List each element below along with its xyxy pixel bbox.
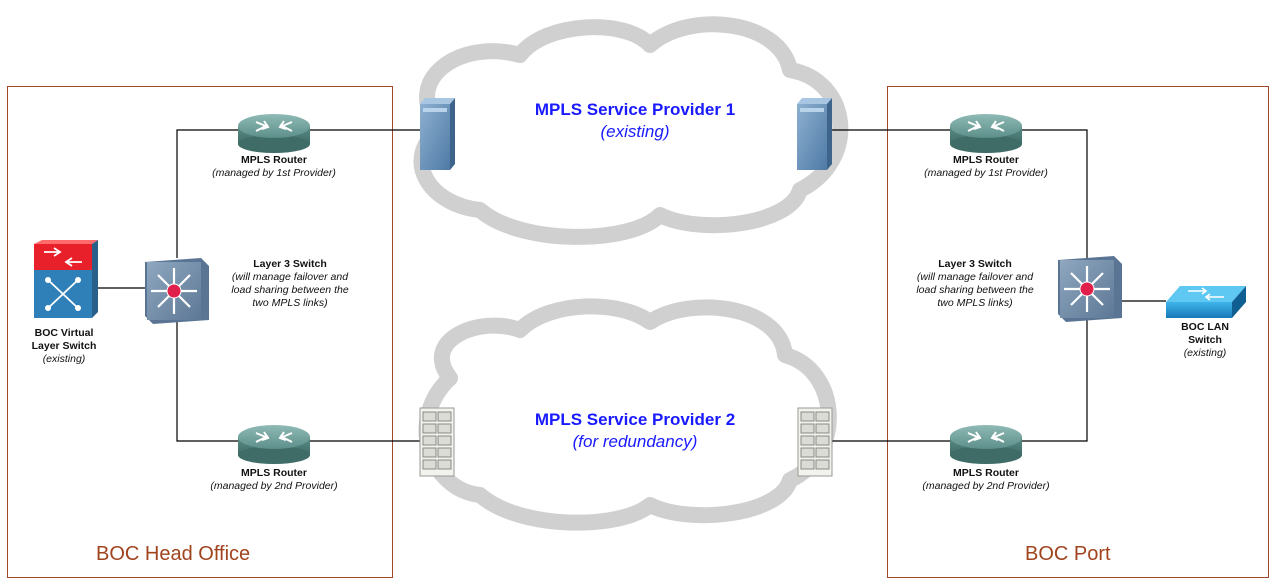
site-box-port bbox=[887, 86, 1269, 578]
port-l3-switch-note-2: load sharing between the bbox=[916, 284, 1034, 296]
port-l3-switch-label: Layer 3 Switch (will manage failover and… bbox=[890, 258, 1060, 310]
ho-router-top-note: (managed by 1st Provider) bbox=[212, 167, 336, 179]
lan-switch-icon bbox=[1166, 286, 1246, 318]
ho-virtual-switch-title-1: BOC Virtual bbox=[34, 327, 94, 339]
ho-l3-switch-title: Layer 3 Switch bbox=[253, 258, 327, 270]
port-router-bottom-title: MPLS Router bbox=[953, 467, 1019, 479]
provider-1-label: MPLS Service Provider 1 (existing) bbox=[470, 100, 800, 142]
layer3-switch-icon-port bbox=[1058, 256, 1122, 322]
ho-router-bottom-title: MPLS Router bbox=[241, 467, 307, 479]
ho-router-bottom-label: MPLS Router (managed by 2nd Provider) bbox=[184, 467, 364, 493]
port-router-top-label: MPLS Router (managed by 1st Provider) bbox=[896, 154, 1076, 180]
ho-virtual-switch-label: BOC Virtual Layer Switch (existing) bbox=[14, 327, 114, 366]
ho-router-bottom-note: (managed by 2nd Provider) bbox=[210, 480, 338, 492]
site-box-head-office bbox=[7, 86, 393, 578]
virtual-layer-switch-icon bbox=[34, 240, 98, 318]
ho-l3-switch-note-3: two MPLS links) bbox=[252, 297, 328, 309]
ho-virtual-switch-title-2: Layer Switch bbox=[31, 340, 97, 352]
provider-edge-chassis-icon-p2-right bbox=[797, 407, 833, 477]
ho-l3-switch-note-1: (will manage failover and bbox=[231, 271, 349, 283]
ho-virtual-switch-note: (existing) bbox=[42, 353, 86, 365]
port-l3-switch-note-1: (will manage failover and bbox=[916, 271, 1034, 283]
network-links bbox=[91, 129, 1166, 442]
port-router-top-note: (managed by 1st Provider) bbox=[924, 167, 1048, 179]
layer3-switch-icon-ho bbox=[145, 258, 209, 324]
ho-router-top-label: MPLS Router (managed by 1st Provider) bbox=[184, 154, 364, 180]
ho-l3-switch-label: Layer 3 Switch (will manage failover and… bbox=[205, 258, 375, 310]
router-icon-port-bottom bbox=[950, 425, 1022, 464]
provider-1-title: MPLS Service Provider 1 bbox=[534, 100, 736, 119]
ho-l3-switch-note-2: load sharing between the bbox=[231, 284, 349, 296]
provider-edge-device-icon-p1-right bbox=[797, 98, 832, 170]
site-name-port: BOC Port bbox=[1025, 543, 1111, 565]
port-lan-switch-title-1: BOC LAN bbox=[1181, 321, 1229, 333]
provider-2-subtitle: (for redundancy) bbox=[572, 432, 698, 451]
port-l3-switch-note-3: two MPLS links) bbox=[937, 297, 1013, 309]
site-name-head-office: BOC Head Office bbox=[96, 543, 251, 565]
port-router-top-title: MPLS Router bbox=[953, 154, 1019, 166]
ho-router-top-title: MPLS Router bbox=[241, 154, 307, 166]
provider-2-label: MPLS Service Provider 2 (for redundancy) bbox=[470, 410, 800, 452]
router-icon-port-top bbox=[950, 114, 1022, 153]
provider-edge-device-icon-p1-left bbox=[420, 98, 455, 170]
port-lan-switch-label: BOC LAN Switch (existing) bbox=[1165, 321, 1245, 360]
provider-1-subtitle: (existing) bbox=[600, 122, 670, 141]
router-icon-ho-top bbox=[238, 114, 310, 153]
router-icon-ho-bottom bbox=[238, 425, 310, 464]
port-l3-switch-title: Layer 3 Switch bbox=[938, 258, 1012, 270]
port-router-bottom-note: (managed by 2nd Provider) bbox=[922, 480, 1050, 492]
port-router-bottom-label: MPLS Router (managed by 2nd Provider) bbox=[896, 467, 1076, 493]
port-lan-switch-note: (existing) bbox=[1183, 347, 1227, 359]
provider-2-title: MPLS Service Provider 2 bbox=[534, 410, 736, 429]
cloud-icon-provider-1 bbox=[413, 16, 849, 245]
port-lan-switch-title-2: Switch bbox=[1188, 334, 1222, 346]
provider-edge-chassis-icon-p2-left bbox=[419, 407, 455, 477]
